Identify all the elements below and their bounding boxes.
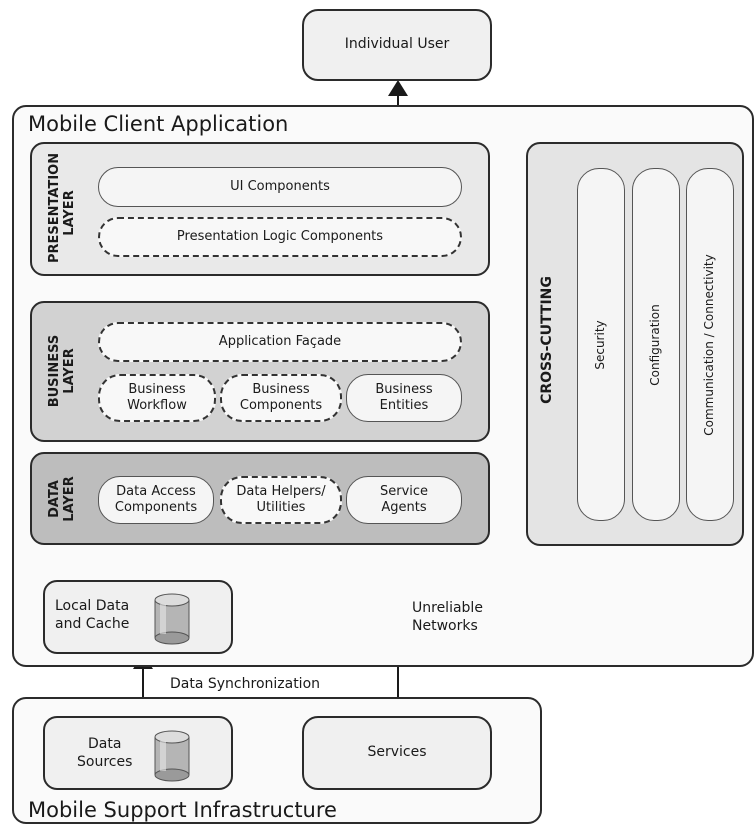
data-sources-label: Data Sources [77,736,133,771]
individual-user-label: Individual User [344,36,450,53]
local-data-cache-label: Local Data and Cache [55,598,130,633]
application-facade: Application Façade [98,322,462,362]
data-synchronization-label: Data Synchronization [170,676,321,692]
infra-title: Mobile Support Infrastructure [28,798,337,822]
individual-user-box: Individual User [302,9,492,81]
services-label: Services [367,744,427,761]
services-box: Services [302,716,492,790]
data-helpers-utilities: Data Helpers/Utilities [220,476,342,524]
presentation-logic-components: Presentation Logic Components [98,217,462,257]
unreliable-networks-label: Unreliable Networks [412,600,483,635]
local-data-cache [43,580,233,654]
data-sources [43,716,233,790]
ui-components: UI Components [98,167,462,207]
communication-column [686,168,734,521]
configuration-column [632,168,680,521]
app-title: Mobile Client Application [28,112,289,136]
security-column [577,168,625,521]
